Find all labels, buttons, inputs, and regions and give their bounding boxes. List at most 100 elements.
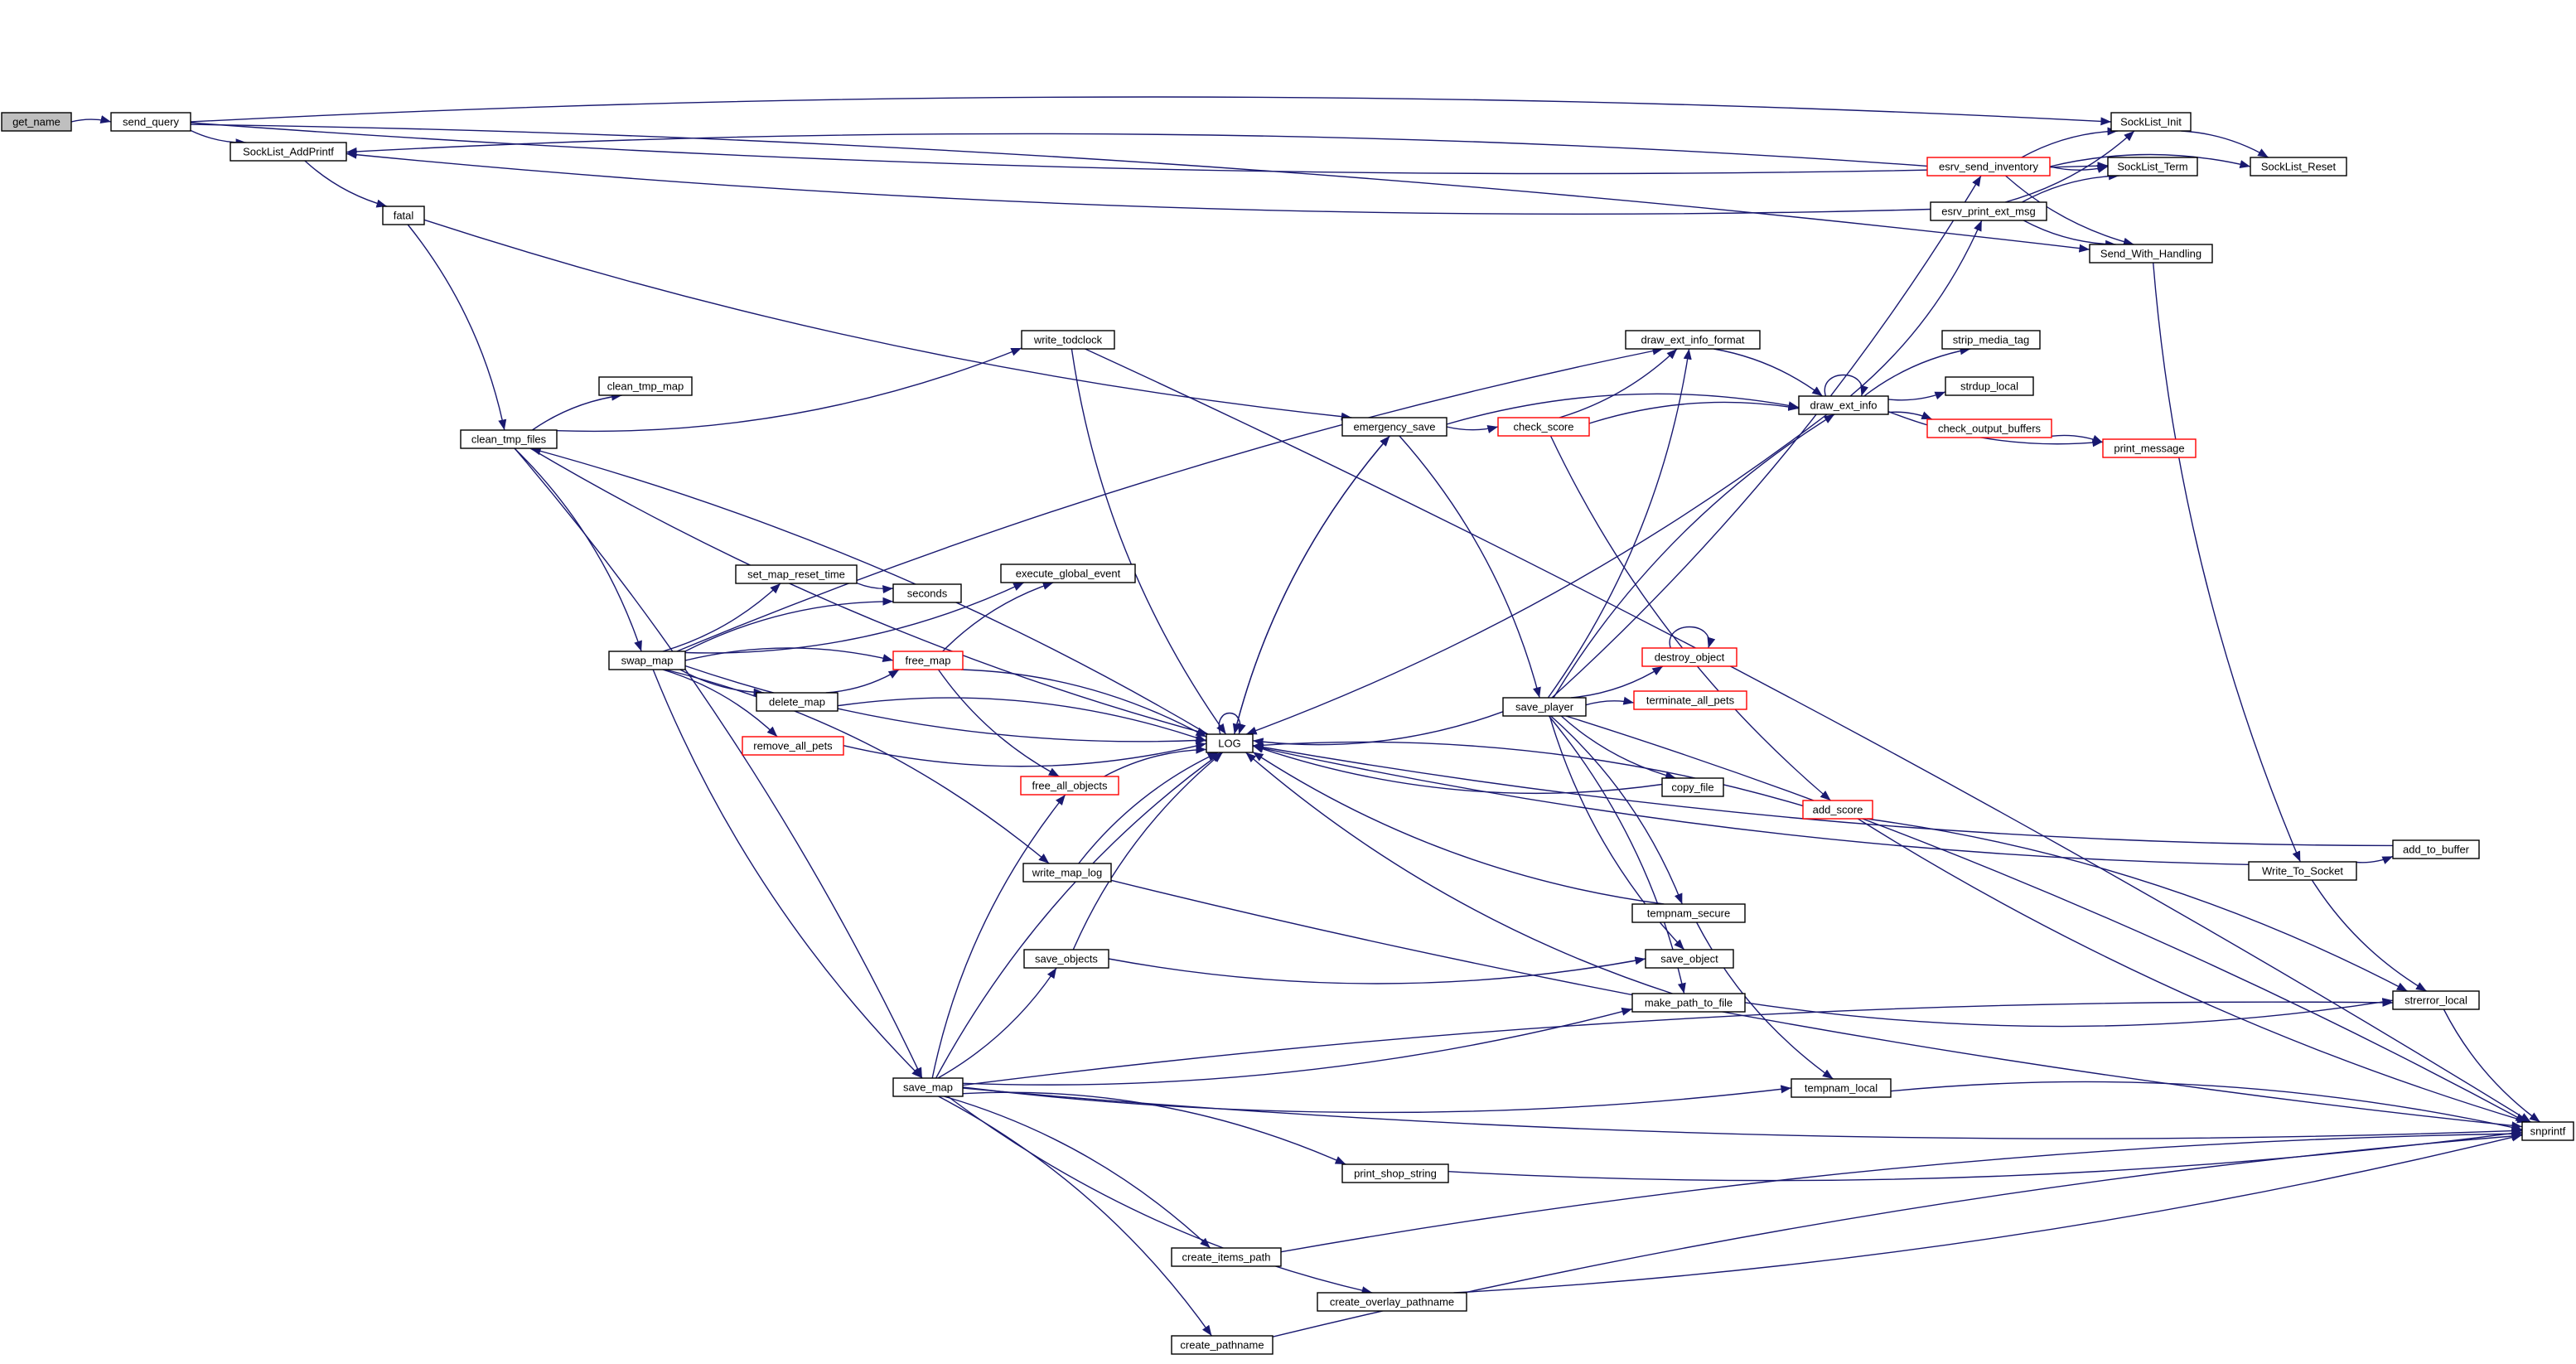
node-box[interactable]	[1, 112, 72, 132]
node-box[interactable]	[1341, 1163, 1449, 1183]
node-box[interactable]	[1930, 201, 2047, 221]
node-box[interactable]	[1171, 1335, 1274, 1355]
node-free_map[interactable]: free_map	[892, 651, 964, 670]
node-send_query[interactable]: send_query	[110, 112, 191, 132]
node-make_path_to_file[interactable]: make_path_to_file	[1631, 993, 1746, 1013]
node-box[interactable]	[1021, 330, 1115, 350]
node-box[interactable]	[2392, 839, 2480, 859]
node-copy_file[interactable]: copy_file	[1661, 777, 1724, 797]
node-box[interactable]	[1633, 690, 1747, 710]
node-strdup_local[interactable]: strdup_local	[1945, 376, 2034, 396]
node-terminate_all_pets[interactable]: terminate_all_pets	[1633, 690, 1747, 710]
node-write_map_log[interactable]: write_map_log	[1022, 863, 1112, 883]
node-box[interactable]	[608, 651, 686, 670]
node-tempnam_local[interactable]: tempnam_local	[1791, 1078, 1892, 1098]
node-box[interactable]	[1631, 903, 1746, 923]
node-destroy_object[interactable]: destroy_object	[1641, 647, 1737, 667]
node-box[interactable]	[110, 112, 191, 132]
node-box[interactable]	[1625, 330, 1761, 350]
node-esrv_send_inventory[interactable]: esrv_send_inventory	[1926, 157, 2051, 177]
node-free_all_objects[interactable]: free_all_objects	[1020, 776, 1119, 796]
node-snprintf[interactable]: snprintf	[2521, 1121, 2574, 1141]
node-box[interactable]	[1497, 417, 1590, 437]
node-SockList_AddPrintf[interactable]: SockList_AddPrintf	[230, 142, 347, 162]
node-check_output_buffers[interactable]: check_output_buffers	[1926, 418, 2052, 438]
node-box[interactable]	[892, 1077, 964, 1097]
node-box[interactable]	[2392, 990, 2480, 1010]
node-delete_map[interactable]: delete_map	[756, 692, 839, 712]
node-clean_tmp_map[interactable]: clean_tmp_map	[598, 376, 693, 396]
node-box[interactable]	[735, 564, 858, 584]
node-strip_media_tag[interactable]: strip_media_tag	[1941, 330, 2041, 350]
node-create_overlay_pathname[interactable]: create_overlay_pathname	[1317, 1292, 1467, 1312]
node-check_score[interactable]: check_score	[1497, 417, 1590, 437]
node-box[interactable]	[1502, 697, 1587, 717]
node-box[interactable]	[1171, 1247, 1282, 1267]
node-execute_global_event[interactable]: execute_global_event	[1000, 563, 1136, 583]
node-box[interactable]	[1926, 157, 2051, 177]
node-print_message[interactable]: print_message	[2102, 438, 2197, 458]
node-box[interactable]	[1798, 395, 1889, 415]
node-emergency_save[interactable]: emergency_save	[1341, 417, 1447, 437]
node-box[interactable]	[1641, 647, 1737, 667]
node-box[interactable]	[892, 651, 964, 670]
node-clean_tmp_files[interactable]: clean_tmp_files	[460, 429, 558, 449]
node-LOG[interactable]: LOG	[1206, 733, 1254, 753]
node-box[interactable]	[892, 583, 962, 603]
node-box[interactable]	[382, 206, 425, 225]
node-SockList_Term[interactable]: SockList_Term	[2107, 157, 2198, 177]
node-box[interactable]	[1645, 949, 1734, 969]
node-add_score[interactable]: add_score	[1802, 800, 1873, 820]
node-box[interactable]	[2102, 438, 2197, 458]
node-box[interactable]	[230, 142, 347, 162]
node-save_object[interactable]: save_object	[1645, 949, 1734, 969]
node-box[interactable]	[2248, 861, 2357, 881]
node-save_player[interactable]: save_player	[1502, 697, 1587, 717]
node-Write_To_Socket[interactable]: Write_To_Socket	[2248, 861, 2357, 881]
node-save_objects[interactable]: save_objects	[1023, 949, 1109, 969]
node-tempnam_secure[interactable]: tempnam_secure	[1631, 903, 1746, 923]
node-create_items_path[interactable]: create_items_path	[1171, 1247, 1282, 1267]
node-draw_ext_info[interactable]: draw_ext_info	[1798, 395, 1889, 415]
node-box[interactable]	[1945, 376, 2034, 396]
node-save_map[interactable]: save_map	[892, 1077, 964, 1097]
node-box[interactable]	[1341, 417, 1447, 437]
node-SockList_Init[interactable]: SockList_Init	[2110, 112, 2192, 132]
node-box[interactable]	[756, 692, 839, 712]
node-box[interactable]	[2110, 112, 2192, 132]
node-box[interactable]	[1022, 863, 1112, 883]
node-box[interactable]	[1317, 1292, 1467, 1312]
node-draw_ext_info_format[interactable]: draw_ext_info_format	[1625, 330, 1761, 350]
node-remove_all_pets[interactable]: remove_all_pets	[742, 736, 844, 756]
node-box[interactable]	[742, 736, 844, 756]
node-esrv_print_ext_msg[interactable]: esrv_print_ext_msg	[1930, 201, 2047, 221]
node-box[interactable]	[2521, 1121, 2574, 1141]
node-box[interactable]	[1791, 1078, 1892, 1098]
node-print_shop_string[interactable]: print_shop_string	[1341, 1163, 1449, 1183]
node-add_to_buffer[interactable]: add_to_buffer	[2392, 839, 2480, 859]
node-SockList_Reset[interactable]: SockList_Reset	[2250, 157, 2347, 177]
node-box[interactable]	[460, 429, 558, 449]
node-box[interactable]	[1926, 418, 2052, 438]
node-box[interactable]	[2250, 157, 2347, 177]
node-create_pathname[interactable]: create_pathname	[1171, 1335, 1274, 1355]
node-swap_map[interactable]: swap_map	[608, 651, 686, 670]
node-box[interactable]	[1020, 776, 1119, 796]
node-get_name[interactable]: get_name	[1, 112, 72, 132]
node-fatal[interactable]: fatal	[382, 206, 425, 225]
node-box[interactable]	[1631, 993, 1746, 1013]
node-box[interactable]	[1206, 733, 1254, 753]
node-box[interactable]	[2089, 244, 2213, 264]
node-box[interactable]	[1941, 330, 2041, 350]
node-box[interactable]	[1023, 949, 1109, 969]
node-box[interactable]	[2107, 157, 2198, 177]
node-set_map_reset_time[interactable]: set_map_reset_time	[735, 564, 858, 584]
node-write_todclock[interactable]: write_todclock	[1021, 330, 1115, 350]
node-box[interactable]	[1802, 800, 1873, 820]
node-box[interactable]	[1000, 563, 1136, 583]
node-box[interactable]	[1661, 777, 1724, 797]
node-Send_With_Handling[interactable]: Send_With_Handling	[2089, 244, 2213, 264]
node-box[interactable]	[598, 376, 693, 396]
node-seconds[interactable]: seconds	[892, 583, 962, 603]
node-strerror_local[interactable]: strerror_local	[2392, 990, 2480, 1010]
